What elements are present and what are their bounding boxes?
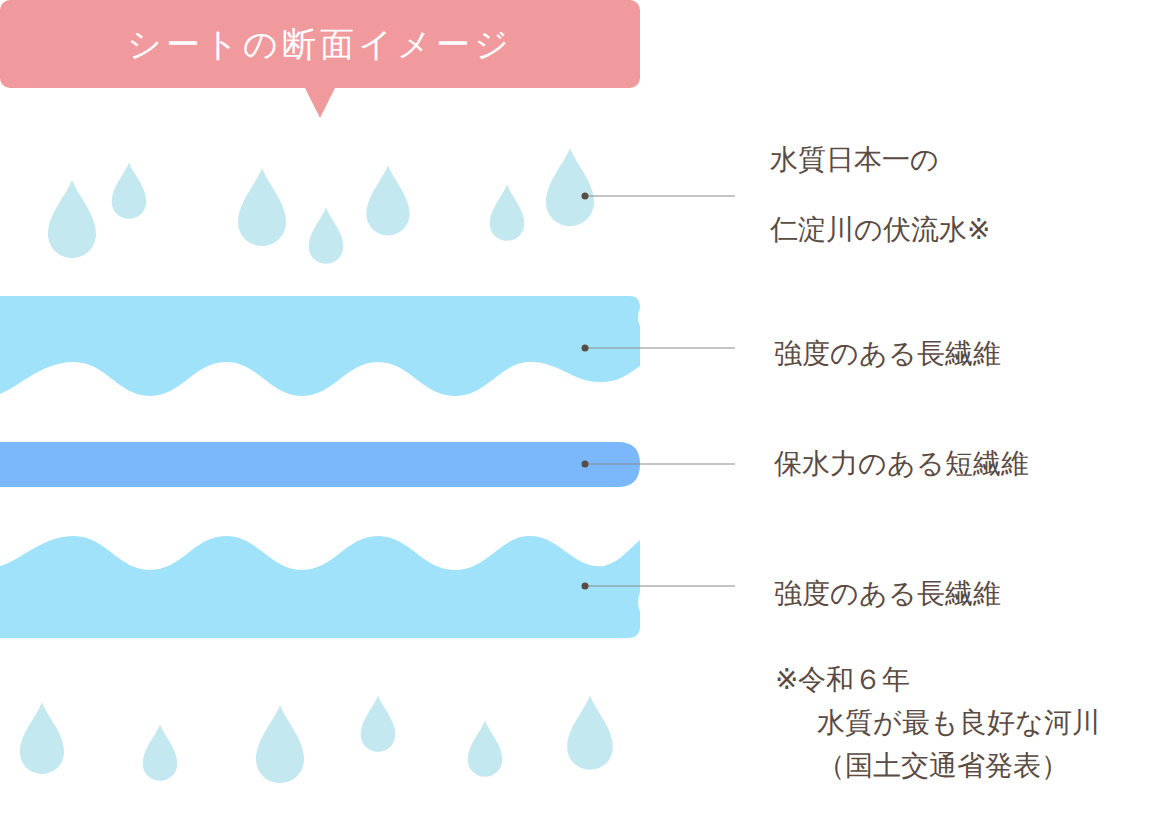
leader-lines (585, 196, 735, 586)
layer-label: 強度のある長繊維 (774, 577, 1001, 611)
footnote: ※令和６年 水質が最も良好な河川 （国土交通省発表） (775, 658, 1145, 787)
leader-dots (582, 193, 589, 590)
long-fiber-layer (0, 536, 640, 638)
layer-label: 保水力のある短繊維 (774, 447, 1029, 481)
short-fiber-layer (0, 442, 640, 487)
long-fiber-layer (0, 296, 640, 396)
diagram-title: シートの断面イメージ (0, 0, 640, 88)
title-banner: シートの断面イメージ (0, 0, 640, 88)
layer-label: 強度のある長繊維 (774, 337, 1001, 371)
banner-pointer (304, 86, 336, 118)
source-label: 水質日本一の 仁淀川の伏流水※ (770, 125, 1070, 265)
